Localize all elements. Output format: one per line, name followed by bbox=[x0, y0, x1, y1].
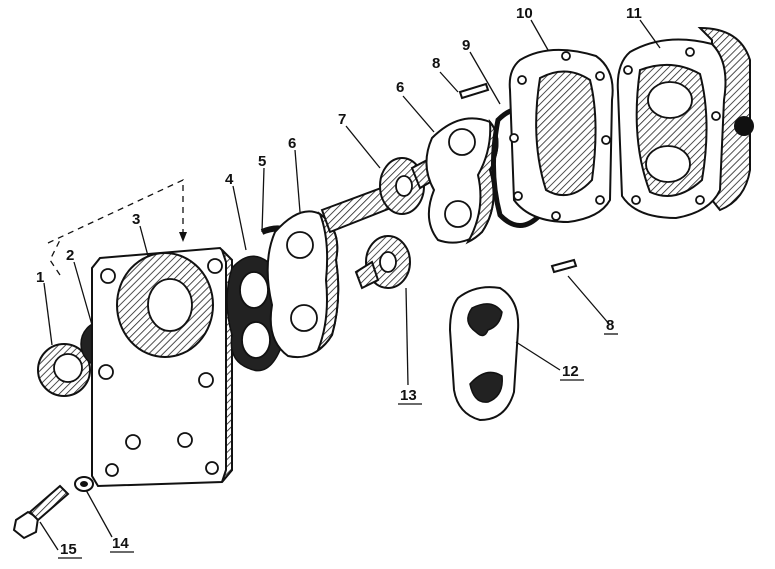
callout-15: 15 bbox=[60, 541, 77, 558]
callout-2: 2 bbox=[66, 247, 74, 264]
part-10-gasket-plate bbox=[508, 48, 614, 224]
callout-8-lower: 8 bbox=[606, 317, 614, 334]
part-8-dowel-pin-lower bbox=[550, 258, 578, 274]
callout-1: 1 bbox=[36, 269, 44, 286]
part-3-cover-plate bbox=[91, 246, 233, 488]
part-8-dowel-pin-upper bbox=[458, 82, 490, 100]
callout-12: 12 bbox=[562, 363, 579, 380]
callout-9: 9 bbox=[462, 37, 470, 54]
leader-lines bbox=[39, 19, 661, 551]
callout-3: 3 bbox=[132, 211, 140, 228]
callout-labels: 1 2 3 4 5 6 6 7 8 8 9 10 11 12 13 14 15 bbox=[36, 5, 642, 559]
dashed-assembly-guide bbox=[47, 178, 187, 276]
callout-5: 5 bbox=[258, 153, 266, 170]
part-13-driven-gear bbox=[354, 235, 411, 290]
callout-4: 4 bbox=[225, 171, 234, 188]
part-12-gasket bbox=[448, 286, 520, 422]
part-11-pump-housing bbox=[616, 26, 754, 220]
callout-6-left: 6 bbox=[288, 135, 296, 152]
callout-6-right: 6 bbox=[396, 79, 404, 96]
callout-14: 14 bbox=[112, 535, 129, 552]
part-6-bearing-body-left bbox=[266, 210, 340, 358]
part-14-lock-washer bbox=[74, 476, 94, 492]
part-1-seal-ring bbox=[37, 343, 91, 397]
callout-11: 11 bbox=[626, 5, 642, 22]
callout-7: 7 bbox=[338, 111, 346, 128]
callout-13: 13 bbox=[400, 387, 417, 404]
part-6-bearing-body-right bbox=[425, 117, 499, 245]
callout-8-upper: 8 bbox=[432, 55, 440, 72]
callout-10: 10 bbox=[516, 5, 533, 22]
part-15-bolt bbox=[12, 484, 70, 540]
